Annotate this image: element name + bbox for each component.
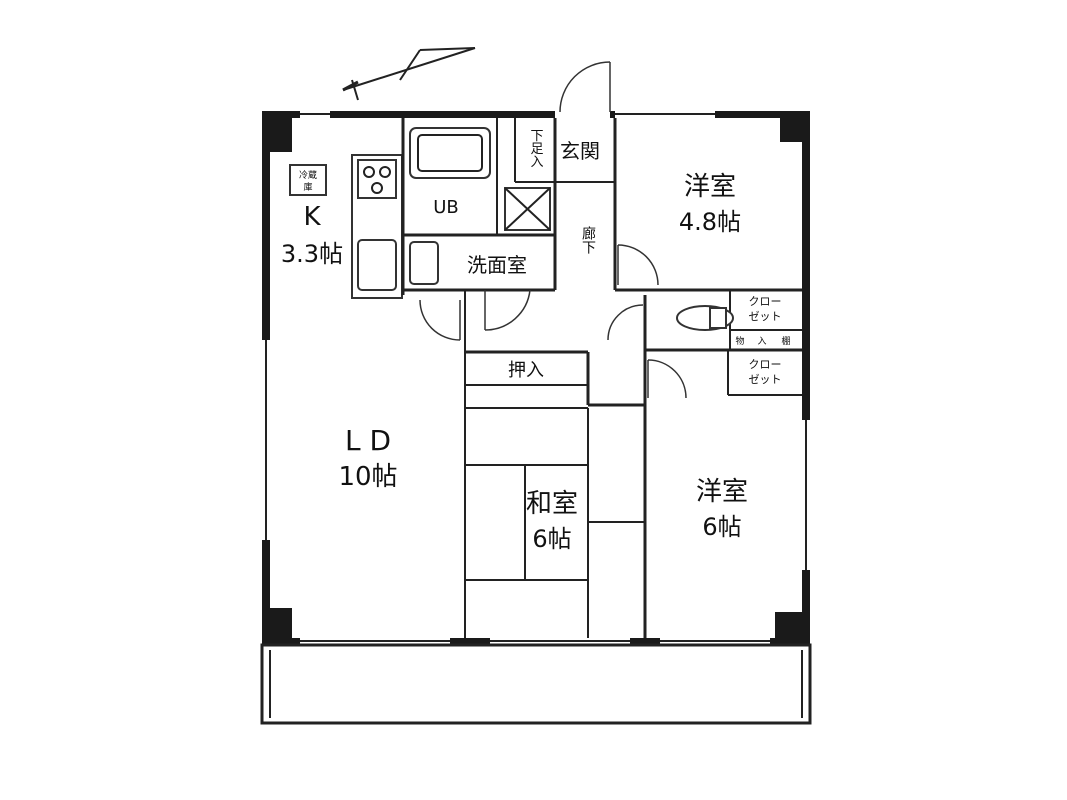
fridge-label-2: 庫 bbox=[303, 181, 312, 193]
closet-1-label-2: ゼット bbox=[749, 310, 782, 323]
kitchen-size-label: 3.3帖 bbox=[281, 240, 343, 268]
fridge-label: 冷蔵 bbox=[299, 169, 317, 181]
kitchen-label: K bbox=[303, 202, 321, 232]
interior-doors bbox=[419, 244, 687, 399]
unit-bath-label: UB bbox=[433, 197, 459, 218]
washbasin-icon bbox=[409, 241, 439, 285]
western-room-2-label: 洋室 bbox=[696, 477, 748, 507]
stove-icon bbox=[357, 159, 397, 199]
fridge-icon bbox=[289, 164, 327, 196]
closet-2-label: クロー bbox=[749, 358, 782, 371]
storage-label-1: 物 bbox=[735, 335, 744, 347]
living-dining-size-label: 10帖 bbox=[338, 462, 397, 492]
oshiire-label: 押入 bbox=[508, 360, 544, 381]
shoe-storage-label: 下足入 bbox=[528, 129, 544, 168]
closet-1-label: クロー bbox=[749, 295, 782, 308]
fixtures bbox=[289, 127, 734, 331]
storage-label-2: 入 bbox=[757, 336, 766, 347]
outer-walls bbox=[262, 111, 810, 646]
japanese-room-size-label: 6帖 bbox=[532, 525, 571, 553]
storage-label-3: 棚 bbox=[781, 335, 790, 347]
living-dining-label: L D bbox=[345, 424, 391, 457]
closet-2-label-2: ゼット bbox=[749, 373, 782, 386]
western-room-2-size-label: 6帖 bbox=[702, 513, 741, 541]
north-arrow-icon bbox=[342, 47, 476, 101]
sink-icon bbox=[357, 239, 397, 291]
entrance-door bbox=[559, 61, 611, 113]
bathtub-icon bbox=[409, 127, 491, 179]
balcony bbox=[260, 643, 812, 725]
washroom-label: 洗面室 bbox=[467, 253, 527, 277]
hallway-label: 廊下 bbox=[580, 225, 596, 254]
japanese-room-label: 和室 bbox=[526, 489, 578, 519]
western-room-1-size-label: 4.8帖 bbox=[679, 208, 741, 236]
western-room-1-label: 洋室 bbox=[684, 172, 736, 202]
entrance-label: 玄関 bbox=[560, 139, 600, 163]
